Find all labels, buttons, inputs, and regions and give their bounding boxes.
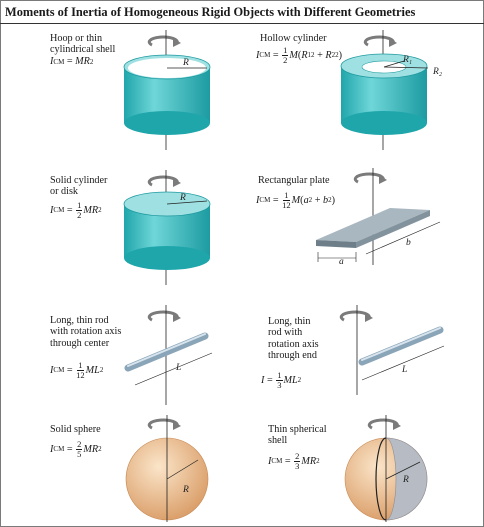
spherical-shell-label: Thin spherical shell (268, 424, 327, 447)
sphere-radius-label: R (182, 485, 189, 495)
rotation-arrow-icon (339, 310, 373, 322)
rod-center-length-label: L (175, 363, 181, 373)
solid-sphere-label: Solid sphere (50, 424, 101, 435)
hollow-r2-label: R₂ (432, 67, 443, 77)
shell-radius-label: R (402, 475, 409, 485)
table-title: Moments of Inertia of Homogeneous Rigid … (0, 0, 484, 24)
rod-center-label: Long, thin rod with rotation axis throug… (50, 315, 122, 349)
rod-end-label: Long, thin rod with rotation axis throug… (268, 316, 319, 362)
hollow-cylinder-label: Hollow cylinder (260, 33, 327, 44)
plate-a-label: a (339, 257, 344, 267)
hoop-label: Hoop or thin cylindrical shell (50, 33, 116, 56)
rod-end-length-label: L (401, 365, 407, 375)
rotation-arrow-icon (147, 35, 181, 47)
plate-b-label: b (406, 238, 411, 248)
rotation-arrow-icon (353, 172, 387, 184)
solid-cylinder-label: Solid cylinder or disk (50, 175, 108, 198)
rotation-arrow-icon (147, 175, 181, 187)
rotation-arrow-icon (147, 310, 181, 322)
solid-cylinder-radius-label: R (179, 193, 186, 203)
rotation-arrow-icon (363, 35, 397, 47)
hollow-r1-label: R₁ (402, 55, 412, 65)
hoop-radius-label: R (182, 58, 189, 68)
rotation-arrow-icon (147, 418, 181, 430)
rectangular-plate-label: Rectangular plate (258, 175, 330, 186)
rotation-arrow-icon (367, 418, 401, 430)
